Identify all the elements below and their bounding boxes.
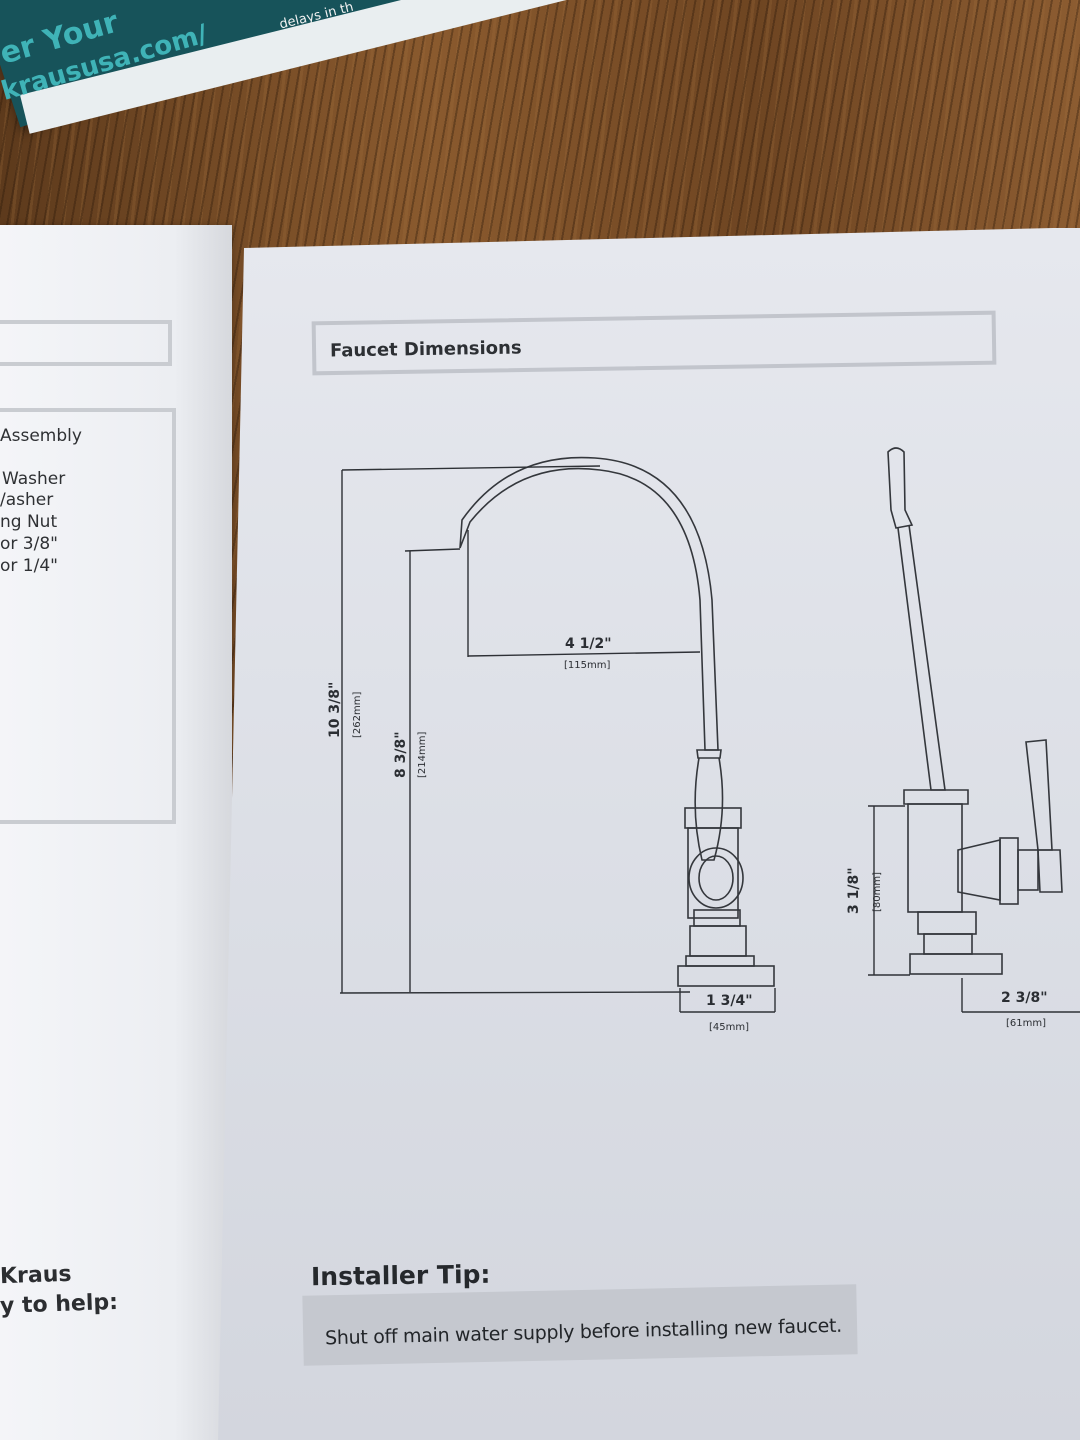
part-label-1-4: or 1/4" bbox=[0, 556, 58, 576]
dim-handle-height: 3 1/8" bbox=[846, 867, 862, 914]
dim-handle-reach-metric: [61mm] bbox=[1006, 1018, 1046, 1029]
left-parts-box bbox=[0, 408, 176, 824]
dim-base-diameter-metric: [45mm] bbox=[709, 1022, 749, 1033]
dim-spout-height-metric: [214mm] bbox=[417, 732, 428, 778]
right-page bbox=[218, 228, 1080, 1440]
part-label-nut: ng Nut bbox=[0, 512, 58, 532]
left-header-box bbox=[0, 320, 172, 366]
installer-tip-heading: Installer Tip: bbox=[310, 1259, 491, 1292]
left-page bbox=[0, 225, 232, 1440]
dim-overall-height-metric: [262mm] bbox=[352, 692, 363, 738]
part-label-3-8: or 3/8" bbox=[0, 534, 58, 554]
dim-base-diameter: 1 3/4" bbox=[706, 993, 753, 1009]
dim-handle-reach: 2 3/8" bbox=[1001, 990, 1048, 1006]
part-label-assembly: Assembly bbox=[0, 426, 82, 446]
dim-spout-reach: 4 1/2" bbox=[565, 636, 612, 652]
dim-handle-height-metric: [80mm] bbox=[872, 872, 883, 912]
part-label-washer-2: /asher bbox=[0, 490, 54, 510]
faucet-side-view bbox=[887, 447, 1063, 975]
faucet-front-view bbox=[459, 456, 775, 987]
dim-spout-reach-metric: [115mm] bbox=[564, 660, 610, 671]
part-label-washer: Washer bbox=[2, 469, 66, 489]
dim-spout-height: 8 3/8" bbox=[393, 731, 409, 778]
dim-overall-height: 10 3/8" bbox=[327, 682, 343, 738]
